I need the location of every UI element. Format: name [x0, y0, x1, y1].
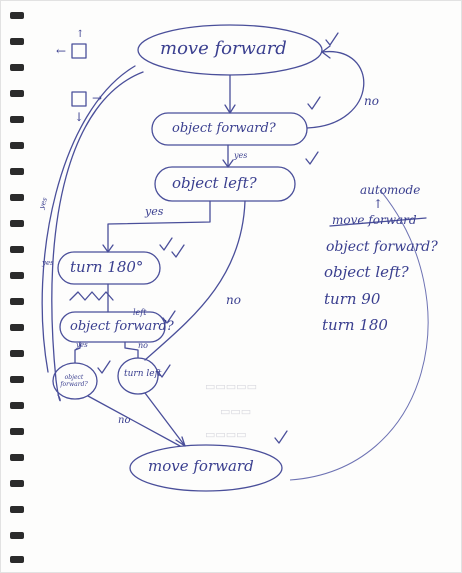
spiral-hole: [10, 556, 24, 563]
label-turn-left: turn left: [124, 369, 162, 379]
left-arrow-icon: ←: [56, 44, 67, 58]
side-note-item: object left?: [324, 263, 409, 281]
bleed-through-mark: ▭▭▭: [220, 405, 252, 418]
bleed-through-mark: ▭▭▭▭: [205, 428, 247, 441]
label-object-forward-2: object forward?: [70, 319, 174, 334]
edge-label-yes-small: yes: [76, 341, 88, 349]
edge-no-loop: [306, 51, 365, 129]
spiral-hole: [10, 272, 24, 279]
label-left-annotation: left: [133, 308, 147, 317]
label-object-forward: object forward?: [172, 121, 276, 136]
edge-label-yes-1: yes: [234, 151, 248, 160]
arrowhead: [222, 159, 234, 168]
squiggle: [69, 291, 114, 301]
edge-yes-turn180: [107, 200, 211, 253]
edge-label-no-bottom: no: [118, 415, 131, 426]
side-note-item: object forward?: [326, 239, 438, 255]
edge-turnleft-bottom: [144, 392, 186, 447]
arrowhead: [175, 436, 186, 447]
check-mark: [97, 360, 111, 374]
spiral-hole: [10, 480, 24, 487]
node-object-forward-2: [59, 311, 166, 343]
spiral-hole: [10, 220, 24, 227]
spiral-hole: [10, 402, 24, 409]
edge-label-yes-2: yes: [145, 205, 164, 218]
label-turn-180: turn 180°: [70, 258, 144, 276]
spiral-hole: [10, 90, 24, 97]
check-mark: [171, 244, 185, 258]
check-mark: [159, 237, 173, 251]
arrowhead: [102, 244, 114, 253]
side-note-item: move forward: [332, 213, 417, 227]
edge-label-no-mid: no: [226, 293, 241, 307]
label-move-forward-bottom: move forward: [148, 457, 254, 475]
arrowhead: [321, 45, 331, 59]
check-mark: [305, 151, 319, 165]
spiral-hole: [10, 428, 24, 435]
node-move-forward-bottom: [129, 444, 283, 492]
node-object-left: [154, 166, 296, 202]
down-arrow-icon: ↓: [74, 110, 85, 124]
spiral-hole: [10, 194, 24, 201]
edge-label-no-small: no: [138, 341, 148, 350]
spiral-hole: [10, 376, 24, 383]
spiral-hole: [10, 532, 24, 539]
spiral-hole: [10, 38, 24, 45]
spiral-hole: [10, 142, 24, 149]
edge-no-turnleft: [144, 200, 246, 361]
right-arrow-icon: →: [92, 91, 103, 105]
spiral-hole: [10, 246, 24, 253]
spiral-hole: [10, 506, 24, 513]
check-mark: [325, 32, 339, 46]
spiral-hole: [10, 350, 24, 357]
bleed-through-mark: ▭▭▭▭▭: [205, 380, 257, 393]
arrowhead: [224, 104, 236, 114]
edge-yes-small: [74, 341, 81, 364]
check-mark: [307, 96, 321, 110]
faint-circle-bleed: [289, 189, 429, 481]
spiral-hole: [10, 12, 24, 19]
side-note-item: turn 90: [324, 290, 381, 308]
edge-no-small: [124, 341, 139, 359]
edge-no-bottom: [87, 395, 181, 447]
side-note-item: turn 180: [322, 316, 388, 334]
direction-box-up: [71, 43, 87, 59]
edge-label-no-top: no: [364, 94, 379, 108]
strike-through: [329, 217, 427, 227]
node-turn-180: [57, 251, 161, 285]
side-notes-arrow: ↑: [373, 197, 384, 211]
label-object-left: object left?: [172, 174, 257, 192]
edge-loop-back-2: [41, 65, 136, 373]
direction-box-down: [71, 91, 87, 107]
spiral-hole: [10, 116, 24, 123]
spiral-hole: [10, 324, 24, 331]
label-move-forward-top: move forward: [160, 38, 287, 59]
spiral-hole: [10, 64, 24, 71]
spiral-hole: [10, 298, 24, 305]
check-mark: [162, 310, 176, 324]
check-mark: [274, 430, 288, 444]
up-arrow-icon: ↑: [76, 29, 85, 40]
spiral-hole: [10, 454, 24, 461]
spiral-binding: [0, 0, 34, 573]
spiral-hole: [10, 168, 24, 175]
check-mark: [157, 364, 171, 378]
label-object-forward-small: object forward?: [60, 374, 88, 388]
edge-loop-back: [51, 71, 144, 402]
edge-label-yes-turn: yes: [42, 259, 54, 267]
side-notes-title: automode: [360, 183, 421, 197]
